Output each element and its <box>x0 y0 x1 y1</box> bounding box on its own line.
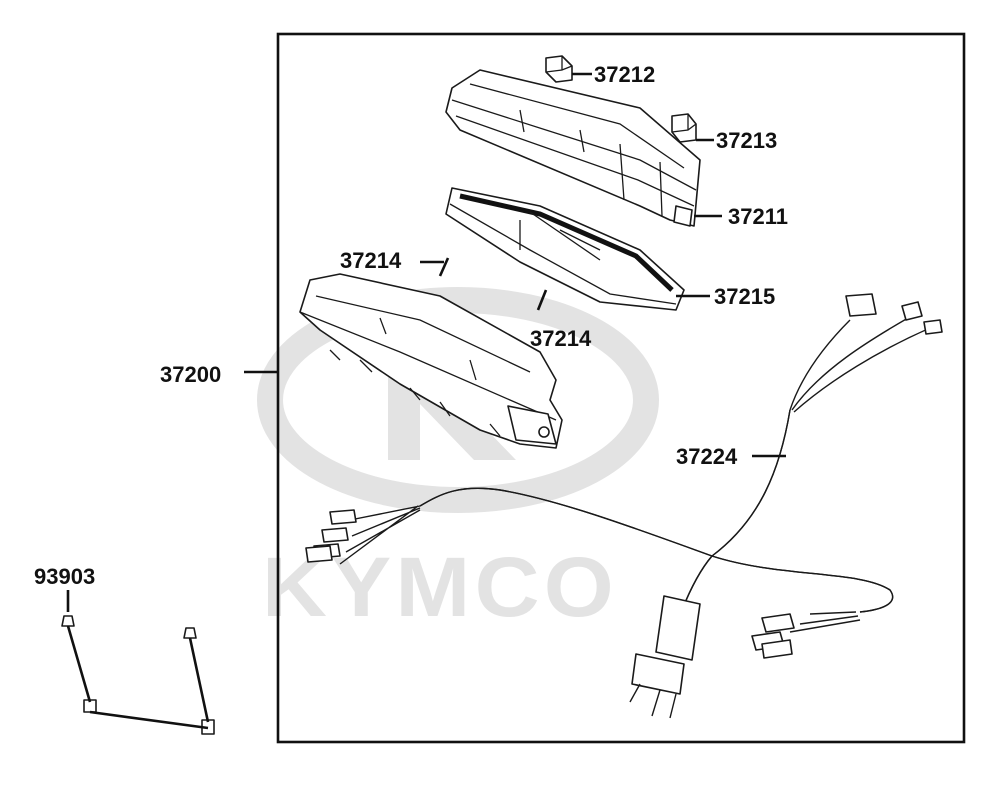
knob-37212 <box>545 55 573 83</box>
label-93903: 93903 <box>34 564 95 589</box>
wire-harness-37224 <box>305 293 943 719</box>
screw-37214-b-icon <box>536 289 548 311</box>
upper-cover-37211 <box>445 69 701 227</box>
label-37213: 37213 <box>716 128 777 153</box>
label-37224: 37224 <box>676 444 738 469</box>
label-37214-b: 37214 <box>530 326 592 351</box>
watermark-ellipse-icon <box>257 287 659 513</box>
lower-case <box>299 273 563 449</box>
screw-37214-a-icon <box>438 257 450 277</box>
screw-set-93903 <box>61 615 215 735</box>
label-37212: 37212 <box>594 62 655 87</box>
assembly-frame <box>276 32 966 744</box>
knob-37213 <box>671 113 697 143</box>
lens-seal-37215 <box>445 187 685 311</box>
label-37215: 37215 <box>714 284 775 309</box>
label-37200: 37200 <box>160 362 221 387</box>
label-37214-a: 37214 <box>340 248 402 273</box>
label-37211: 37211 <box>728 204 788 229</box>
